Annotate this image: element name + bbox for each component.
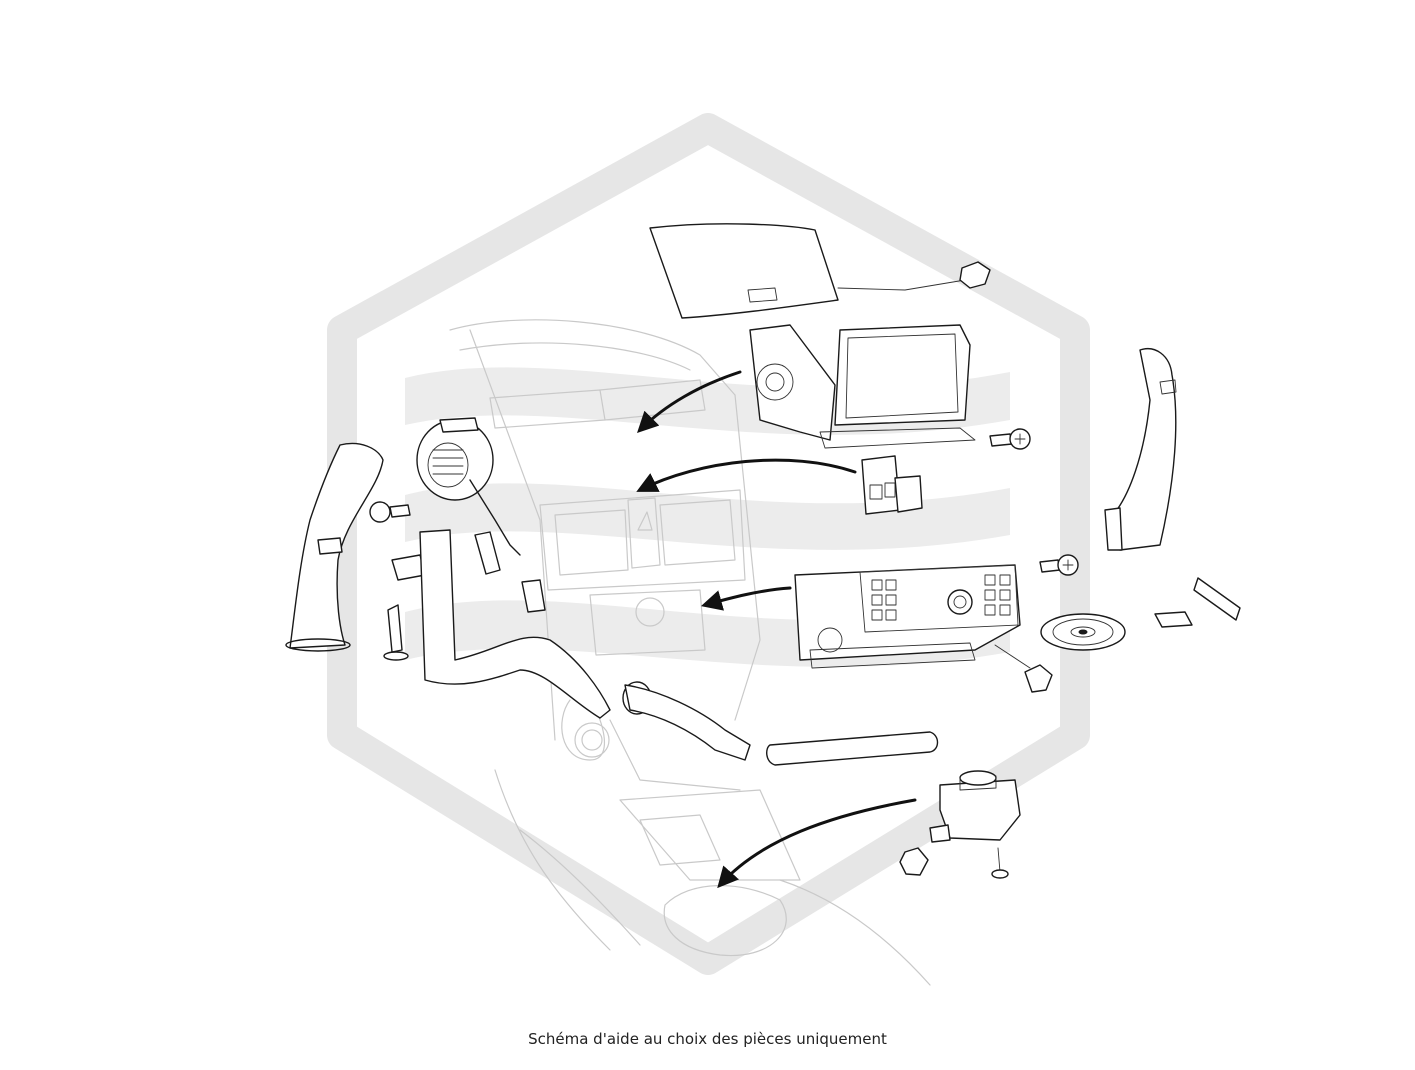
torx-screw-3 xyxy=(369,501,411,523)
blower-motor xyxy=(416,417,521,575)
torx-screw-2 xyxy=(1039,554,1079,576)
assembly-arrows xyxy=(636,370,917,889)
push-pin xyxy=(383,604,409,661)
controller-knob xyxy=(899,770,1021,879)
small-clip-left xyxy=(391,554,426,581)
air-duct-lower xyxy=(419,529,751,761)
card-parts xyxy=(1154,577,1241,628)
display-screen-unit xyxy=(749,324,976,449)
torx-screw xyxy=(989,428,1031,450)
small-clip-center xyxy=(521,579,546,613)
grab-handle-right xyxy=(1104,348,1177,551)
radio-head-unit xyxy=(794,564,1021,669)
switch-module xyxy=(861,455,923,515)
glovebox-lid xyxy=(649,223,966,319)
cd-disc xyxy=(1040,613,1126,651)
dashboard-outline xyxy=(449,319,931,986)
radio-clip xyxy=(994,644,1053,693)
trim-strip xyxy=(766,731,939,766)
diagram-caption: Schéma d'aide au choix des pièces unique… xyxy=(528,1030,887,1048)
clip-part xyxy=(959,261,991,289)
air-duct-left xyxy=(285,442,384,652)
